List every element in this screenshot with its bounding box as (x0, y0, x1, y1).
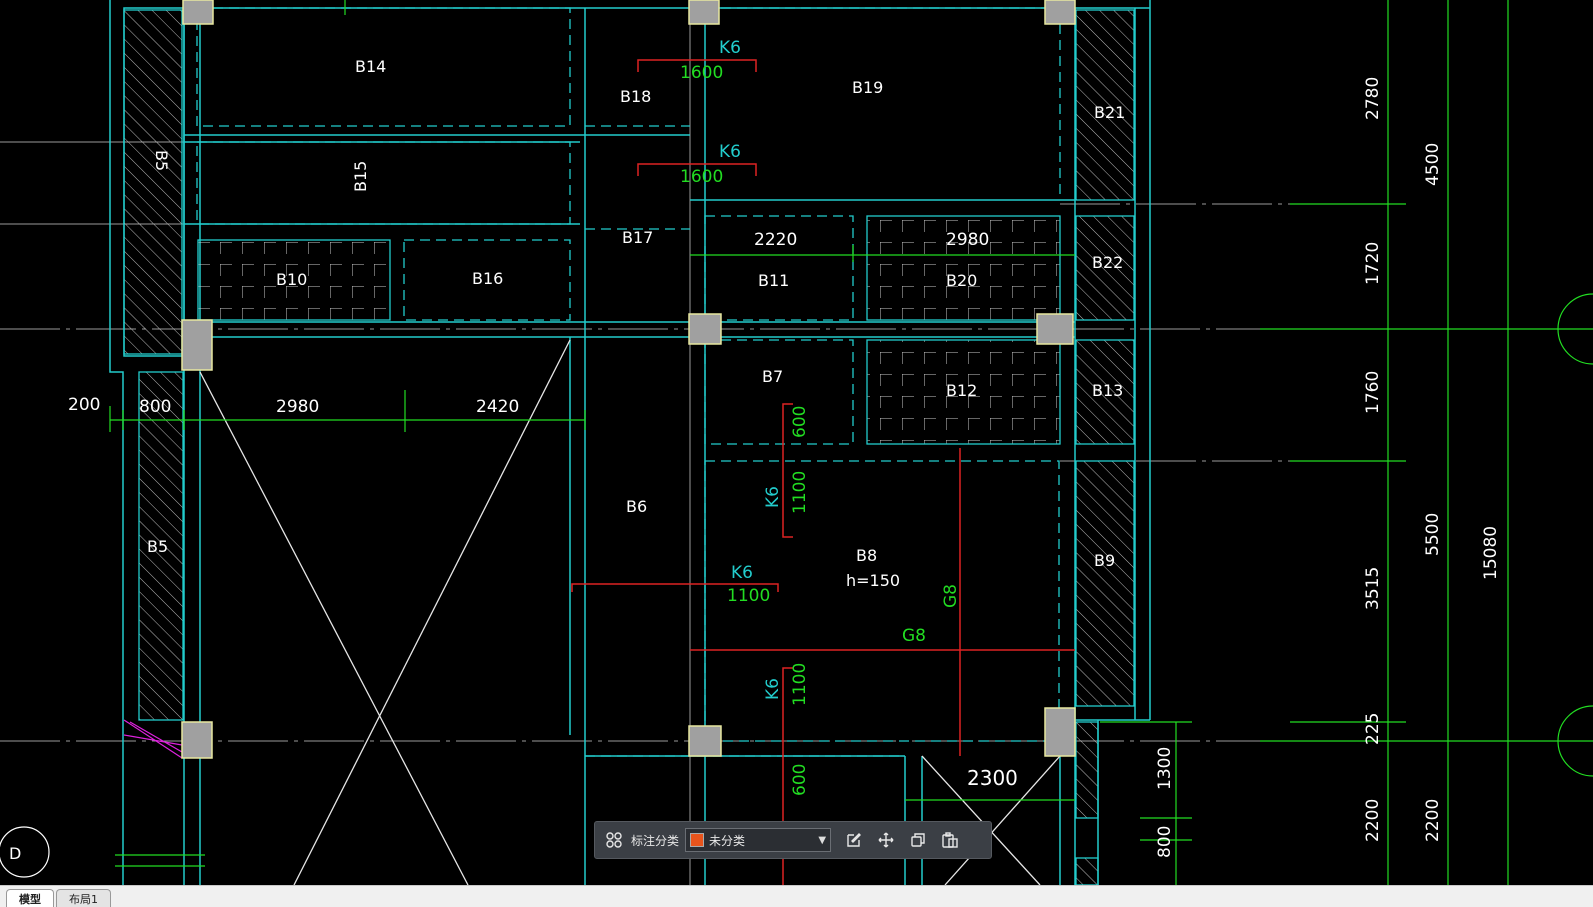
slab-label: B21 (1094, 103, 1125, 122)
rebar-label: K6 (731, 563, 753, 583)
slab-label: B11 (758, 271, 789, 290)
rebar-length: 600 (790, 406, 810, 438)
axis-bubble-label: D (9, 844, 21, 863)
dim-text: 800 (139, 397, 171, 417)
magenta-hatch-fragment (123, 719, 183, 759)
slab-labels: B14 B18 B19 B21 B5 B15 B17 B22 B10 B16 B… (147, 57, 1125, 590)
dim-text: 1760 (1363, 371, 1383, 414)
slab-label: B14 (355, 57, 386, 76)
dimension-lines (109, 0, 1593, 885)
paste-icon[interactable] (937, 827, 963, 853)
dim-text: 800 (1155, 826, 1175, 858)
rebar-label: K6 (719, 142, 741, 162)
columns (181, 0, 1076, 759)
slab-label: B12 (946, 381, 977, 400)
dim-text: 2200 (1423, 799, 1443, 842)
edit-icon[interactable] (841, 827, 867, 853)
g8-label: G8 (941, 584, 961, 608)
slab-label: B9 (1094, 551, 1115, 570)
rebar-length: 1100 (790, 663, 810, 706)
grid-hatch-slabs (197, 215, 1061, 445)
tab-layout1[interactable]: 布局1 (56, 889, 111, 907)
rebar-red-lines (571, 59, 1075, 885)
dim-text: 2220 (754, 230, 797, 250)
rebar-label: K6 (763, 678, 783, 700)
slab-label: B8 (856, 546, 877, 565)
slab-label: B5 (152, 150, 171, 171)
slab-label: B5 (147, 537, 168, 556)
rebar-label: K6 (763, 486, 783, 508)
rebar-length: 1100 (790, 471, 810, 514)
rebar-labels: K6 K6 K6 K6 K6 1600 1600 1100 1100 600 1… (680, 38, 961, 796)
axis-bubbles-right (1557, 293, 1593, 777)
slab-dashed-outlines (196, 7, 1061, 757)
dim-text: 2980 (946, 230, 989, 250)
slab-label: B17 (622, 228, 653, 247)
slab-label: B15 (351, 161, 370, 192)
rebar-length: 1600 (680, 63, 723, 83)
dim-text: 2200 (1363, 799, 1383, 842)
tab-model[interactable]: 模型 (6, 889, 54, 907)
copy-icon[interactable] (905, 827, 931, 853)
slab-label: B22 (1092, 253, 1123, 272)
grid-icon[interactable] (601, 827, 627, 853)
annotation-category-select[interactable]: 未分类 ▼ (685, 828, 832, 852)
slab-label: B7 (762, 367, 783, 386)
opening-cross (199, 339, 1061, 885)
hatched-walls (123, 9, 1135, 885)
axis-bubble (0, 826, 50, 878)
dim-text: 1720 (1363, 242, 1383, 285)
dim-text: 2300 (967, 766, 1018, 790)
slab-label: B10 (276, 270, 307, 289)
slab-label: B19 (852, 78, 883, 97)
slab-label: B16 (472, 269, 503, 288)
slab-label: B18 (620, 87, 651, 106)
category-color-swatch (690, 833, 705, 847)
annotation-category-label: 标注分类 (631, 833, 680, 848)
dim-text: 15080 (1481, 526, 1501, 580)
dim-text: 3515 (1363, 567, 1383, 610)
dim-text: 2780 (1363, 77, 1383, 120)
dim-text: 4500 (1423, 143, 1443, 186)
dim-text: 200 (68, 395, 100, 415)
dim-text: 5500 (1423, 513, 1443, 556)
dim-text: 225 (1363, 713, 1383, 745)
chevron-down-icon: ▼ (818, 834, 827, 846)
rebar-length: 1100 (727, 586, 770, 606)
slab-note: h=150 (846, 571, 900, 590)
horizontal-dimension-texts: 200 800 2980 2420 2220 2980 2300 (68, 230, 1018, 790)
rebar-length: 1600 (680, 167, 723, 187)
move-icon[interactable] (873, 827, 899, 853)
selected-category-text: 未分类 (709, 833, 746, 848)
rebar-length: 600 (790, 764, 810, 796)
dim-text: 2420 (476, 397, 519, 417)
rebar-label: K6 (719, 38, 741, 58)
cad-drawing-canvas[interactable]: D B14 B18 B19 B21 B5 B15 B17 B22 B10 B16… (0, 0, 1593, 885)
g8-label: G8 (902, 626, 926, 646)
slab-label: B6 (626, 497, 647, 516)
dim-text: 1300 (1155, 747, 1175, 790)
dim-text: 2980 (276, 397, 319, 417)
annotation-toolbar: 标注分类 未分类 ▼ (594, 821, 992, 859)
axis-lines (0, 0, 1593, 885)
vertical-dimension-texts: 2780 1720 1760 3515 225 2200 4500 5500 2… (1155, 77, 1501, 858)
slab-label: B20 (946, 271, 977, 290)
layout-tabs-bar: 模型 布局1 (0, 885, 1593, 907)
slab-label: B13 (1092, 381, 1123, 400)
